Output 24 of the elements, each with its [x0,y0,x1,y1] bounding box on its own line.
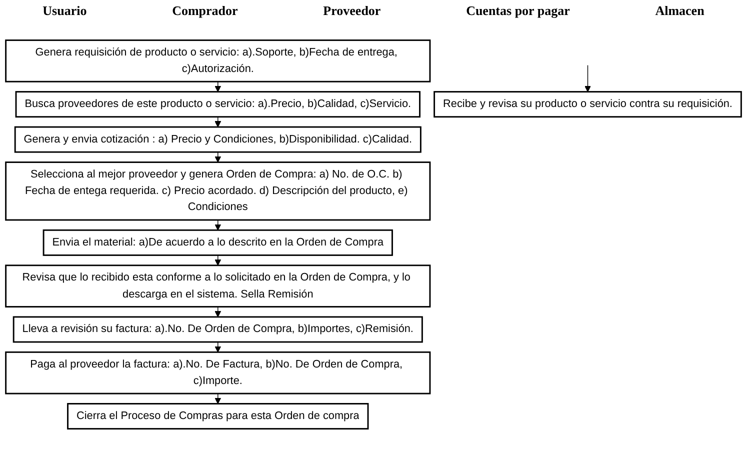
node-box: Busca proveedores de este producto o servicio: a).Precio, b)Calidad, c)Servicio. [15,91,420,118]
node-box: Selecciona al mejor proveedor y genera Orden de Compra: a) No. de O.C. b) Fecha de entega requerida. c) Precio acordado. d) Descripción del producto, e) Condiciones [5,162,431,221]
lane-heading: Comprador [172,3,238,19]
node-box: Genera y envia cotización : a) Precio y Condiciones, b)Disponibilidad. c)Calidad. [14,126,422,153]
arrow [214,116,222,128]
node-box: Cierra el Proceso de Compras para esta Orden de compra [67,403,369,430]
node-box: Revisa que lo recibido esta conforme a lo solicitado en la Orden de Compra, y lo descarga en el sistema. Sella Remisión [5,264,431,308]
arrow [214,220,222,230]
node-box: Recibe y revisa su producto o servicio contra su requisición. [434,91,742,118]
arrow [214,393,222,404]
node-box: Paga al proveedor la factura: a).No. De Factura, b)No. De Orden de Compra, c)Importe. [5,351,431,394]
lane-heading: Proveedor [323,3,381,19]
node-box: Envia el material: a)De acuerdo a lo descrito en la Orden de Compra [42,229,393,256]
arrow [584,64,591,92]
lane-heading: Usuario [42,3,87,19]
arrow [214,81,222,92]
lane-heading: Cuentas por pagar [466,3,570,19]
node-box: Lleva a revisión su factura: a).No. De Orden de Compra, b)Importes, c)Remisión. [12,316,423,343]
node-box: Genera requisición de producto o servicio: a).Soporte, b)Fecha de entrega, c)Autorización. [5,39,431,82]
lane-heading: Almacen [655,3,704,19]
arrow [214,306,222,318]
arrow [214,254,222,266]
arrow [214,342,222,352]
arrow [214,152,222,163]
